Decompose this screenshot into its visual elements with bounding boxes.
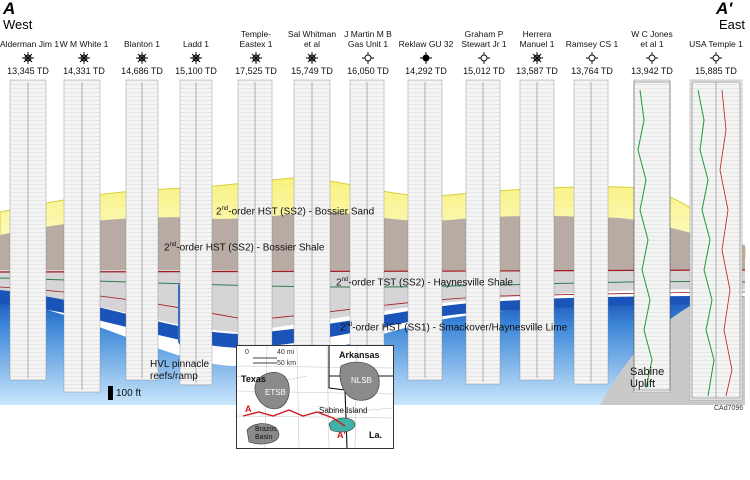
map-label-brazos: Brazos Basin bbox=[255, 426, 277, 441]
section-line-a-a-prime bbox=[242, 409, 346, 427]
well-name-6: Sal Whitman et al bbox=[287, 29, 337, 49]
well-logs bbox=[9, 79, 743, 401]
well-name-9: Graham P Stewart Jr 1 bbox=[461, 29, 507, 49]
gas-well-icon bbox=[22, 52, 34, 64]
well-td-5: 17,525 TD bbox=[235, 66, 277, 76]
nlsb-basin bbox=[339, 361, 380, 401]
scale-bar-label: 100 ft bbox=[116, 388, 142, 399]
well-td-2: 14,331 TD bbox=[63, 66, 105, 76]
gas-well-icon bbox=[136, 52, 148, 64]
bossier-shale-label: 2nd-order HST (SS2) - Bossier Shale bbox=[164, 242, 325, 254]
gas-well-icon bbox=[250, 52, 262, 64]
dry-hole-icon bbox=[362, 52, 374, 64]
well-symbols bbox=[22, 52, 722, 64]
section-start-label: A bbox=[3, 0, 16, 18]
map-label-a: A bbox=[245, 404, 252, 414]
west-label: West bbox=[3, 17, 33, 32]
well-td-13: 15,885 TD bbox=[695, 66, 737, 76]
well-td-9: 15,012 TD bbox=[463, 66, 505, 76]
map-label-louisiana: La. bbox=[369, 430, 383, 440]
map-label-a-prime: A' bbox=[337, 430, 346, 440]
gas-well-icon bbox=[78, 52, 90, 64]
oil-gas-well-icon bbox=[420, 52, 432, 64]
map-label-etsb: ETSB bbox=[265, 388, 286, 397]
gas-well-icon bbox=[306, 52, 318, 64]
map-scale-zero: 0 bbox=[245, 349, 249, 356]
location-map-graphic bbox=[237, 346, 393, 448]
brazos-basin bbox=[246, 423, 280, 445]
well-name-7: J Martin M B Gas Unit 1 bbox=[344, 29, 392, 49]
well-name-3: Blanton 1 bbox=[124, 39, 160, 49]
east-label: East bbox=[719, 17, 746, 32]
well-name-4: Ladd 1 bbox=[183, 39, 209, 49]
sabine-island-area bbox=[328, 417, 356, 433]
well-td-1: 13,345 TD bbox=[7, 66, 49, 76]
gas-well-icon bbox=[531, 52, 543, 64]
red-log-trace bbox=[719, 89, 733, 397]
well-td-6: 15,749 TD bbox=[291, 66, 333, 76]
map-label-arkansas: Arkansas bbox=[339, 350, 380, 360]
well-name-2: W M White 1 bbox=[59, 39, 109, 49]
smackover-label: 2nd-order HST (SS1) - Smackover/Haynesvi… bbox=[340, 322, 568, 334]
etsb-basin bbox=[254, 372, 290, 410]
well-td-12: 13,942 TD bbox=[631, 66, 673, 76]
well-name-5: Temple- Eastex 1 bbox=[239, 29, 273, 49]
haynesville-shale-label: 2nd-order TST (SS2) - Haynesville Shale bbox=[336, 277, 513, 289]
well-name-11: Ramsey CS 1 bbox=[565, 39, 619, 49]
well-td-7: 16,050 TD bbox=[347, 66, 389, 76]
well-name-12: W C Jones et al 1 bbox=[631, 29, 673, 49]
bossier-sand-label: 2nd-order HST (SS2) - Bossier Sand bbox=[216, 206, 375, 218]
hvl-reefs-label: HVL pinnacle reefs/ramp bbox=[150, 359, 210, 382]
gas-well-icon bbox=[190, 52, 202, 64]
well-name-8: Reklaw GU 32 bbox=[398, 39, 454, 49]
dry-hole-icon bbox=[710, 52, 722, 64]
figure-id: CAd7096 bbox=[714, 405, 744, 412]
well-td-8: 14,292 TD bbox=[405, 66, 447, 76]
location-map: 0 40 mi 50 km Texas Arkansas La. ETSB NL… bbox=[236, 345, 394, 449]
section-end-label: A' bbox=[716, 0, 733, 18]
dry-hole-icon bbox=[478, 52, 490, 64]
dry-hole-icon bbox=[646, 52, 658, 64]
map-label-texas: Texas bbox=[241, 374, 266, 384]
map-label-nlsb: NLSB bbox=[351, 376, 372, 385]
sabine-uplift-label: Sabine Uplift bbox=[630, 366, 665, 390]
well-td-11: 13,764 TD bbox=[571, 66, 613, 76]
well-td-3: 14,686 TD bbox=[121, 66, 163, 76]
well-td-10: 13,587 TD bbox=[516, 66, 558, 76]
well-td-4: 15,100 TD bbox=[175, 66, 217, 76]
green-log-trace bbox=[637, 89, 715, 397]
well-name-1: Alderman Jim 1 bbox=[0, 39, 60, 49]
well-name-13: USA Temple 1 bbox=[689, 39, 743, 49]
scale-bar-mark bbox=[108, 386, 113, 400]
dry-hole-icon bbox=[586, 52, 598, 64]
map-label-sabine-island: Sabine Island bbox=[319, 406, 368, 415]
well-name-10: Herrera Manuel 1 bbox=[519, 29, 555, 49]
map-scale-mi: 40 mi bbox=[277, 349, 295, 356]
map-scale-km: 50 km bbox=[277, 360, 297, 367]
